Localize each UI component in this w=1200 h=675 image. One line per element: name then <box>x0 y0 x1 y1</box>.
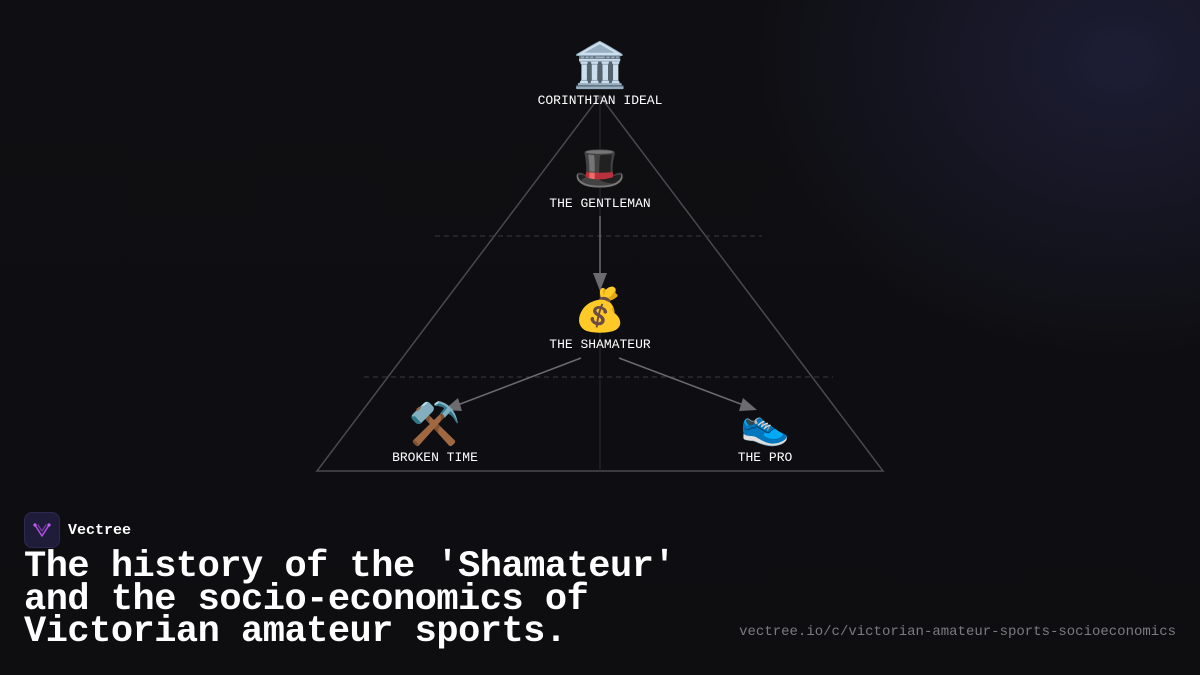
vectree-logo-icon <box>24 512 60 548</box>
title-line: Victorian amateur sports. <box>24 611 567 653</box>
page-title: The history of the 'Shamateur' and the s… <box>24 549 724 651</box>
node-the-pro: 👟 THE PRO <box>738 402 793 465</box>
arrowhead-gentleman-to-shamateur <box>593 273 607 291</box>
node-label-the-pro: THE PRO <box>738 450 793 465</box>
hammer-and-pick-icon: ⚒️ <box>409 399 461 448</box>
node-label-broken-time: BROKEN TIME <box>392 450 478 465</box>
money-bag-icon: 💰 <box>574 285 626 335</box>
node-label-the-gentleman: THE GENTLEMAN <box>549 196 650 211</box>
node-the-gentleman: 🎩 THE GENTLEMAN <box>549 143 650 211</box>
running-shoe-icon: 👟 <box>740 402 790 448</box>
top-hat-icon: 🎩 <box>574 143 626 192</box>
node-the-shamateur: 💰 THE SHAMATEUR <box>549 285 651 352</box>
edge-shamateur-to-broken-time <box>454 357 582 407</box>
node-label-corinthian-ideal: CORINTHIAN IDEAL <box>538 93 663 108</box>
brand-name: Vectree <box>68 521 132 539</box>
brand: Vectree <box>24 512 131 548</box>
node-label-the-shamateur: THE SHAMATEUR <box>549 337 651 352</box>
edge-shamateur-to-pro <box>618 357 747 407</box>
source-url[interactable]: vectree.io/c/victorian-amateur-sports-so… <box>739 624 1176 640</box>
classical-building-icon: 🏛️ <box>573 40 628 91</box>
arrowhead-shamateur-to-broken-time <box>444 398 462 411</box>
title-line: The history of the 'Shamateur' <box>24 546 676 588</box>
arrowhead-shamateur-to-pro <box>739 398 757 411</box>
node-corinthian-ideal: 🏛️ CORINTHIAN IDEAL <box>538 40 663 108</box>
title-line: and the socio-economics of <box>24 578 589 621</box>
node-broken-time: ⚒️ BROKEN TIME <box>392 399 478 465</box>
